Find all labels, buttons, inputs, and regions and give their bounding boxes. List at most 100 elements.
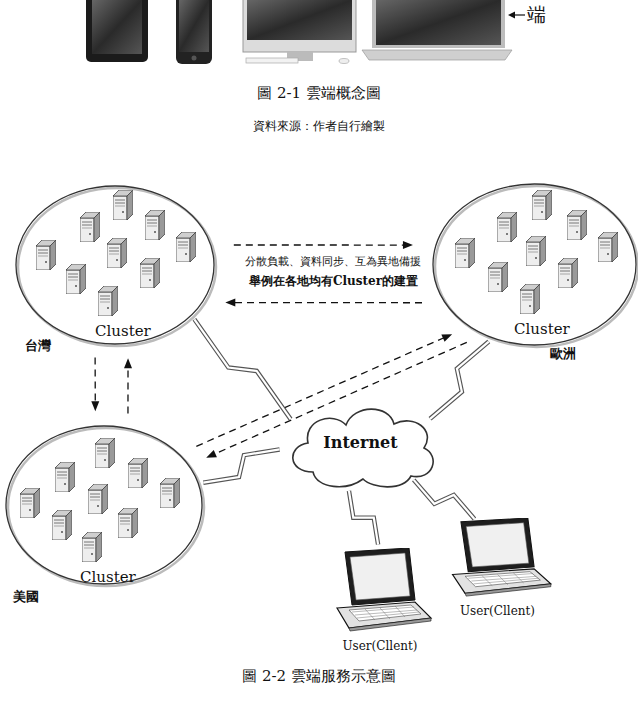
ellipse-border [6, 426, 202, 584]
server [532, 190, 552, 220]
client-label: User(Cllent) [440, 604, 555, 618]
laptop-lid [345, 548, 415, 605]
cloud-label: Internet [283, 433, 438, 452]
macbook [362, 0, 512, 60]
server [36, 240, 56, 270]
laptop-screen [350, 553, 410, 600]
sync-arrow [206, 342, 467, 457]
pointer-label: 端 [527, 3, 546, 26]
server-group [20, 438, 180, 562]
dashed-line [234, 244, 405, 245]
iphone [176, 0, 212, 64]
server-group [36, 190, 196, 316]
bolt-outline [430, 342, 489, 419]
dashed-line [94, 357, 95, 403]
dashed-line [233, 302, 422, 303]
region-label: 台灣 [25, 338, 51, 354]
lightning-link [414, 480, 475, 519]
lightning-link [203, 449, 279, 482]
internet-cloud: Internet [283, 400, 438, 488]
source-note: 資料來源：作者自行繪製 [0, 119, 638, 133]
dashed-line [127, 366, 128, 413]
server [526, 236, 546, 266]
server [176, 232, 196, 262]
bolt-fill [194, 319, 290, 419]
server [52, 510, 72, 540]
server [128, 458, 148, 488]
lightning-link [349, 491, 378, 545]
bolt-fill [203, 449, 279, 482]
server [598, 232, 618, 262]
bolt-fill [414, 480, 475, 519]
arrow-head [91, 401, 99, 411]
laptop-edge [465, 584, 551, 596]
server [95, 438, 115, 468]
pointer-arrow [508, 12, 525, 19]
dashed-line [214, 342, 467, 454]
dashed-line [196, 337, 444, 446]
server [558, 258, 578, 288]
cluster-label: Cluster [80, 568, 136, 586]
client-laptop: User(Cllent) [440, 518, 555, 620]
client-laptop: User(Cllent) [325, 548, 435, 658]
server [160, 478, 180, 508]
bolt-outline [414, 480, 475, 519]
arrow-note: 舉例在各地均有Cluster的建置 [236, 274, 431, 288]
imac [243, 0, 356, 64]
ellipse-border [16, 186, 214, 344]
client-label: User(Cllent) [325, 639, 435, 653]
arrow-head [124, 358, 132, 368]
server [140, 258, 160, 288]
laptop-icon [325, 548, 435, 633]
server [118, 508, 138, 538]
sync-arrow [91, 357, 99, 411]
ellipse-outline [5, 425, 203, 585]
laptop-keys [468, 573, 538, 586]
sync-arrow [124, 358, 132, 413]
region-label: 歐洲 [550, 346, 576, 362]
ipad [86, 0, 148, 62]
laptop-lid [461, 518, 534, 572]
arrow-head [441, 334, 452, 342]
figure-caption: 圖 2-1 雲端概念圖 [0, 84, 638, 102]
server [488, 262, 508, 292]
server [455, 238, 475, 268]
laptop-icon [440, 518, 555, 598]
server [145, 210, 165, 240]
server [98, 286, 118, 316]
server [20, 488, 40, 518]
laptop-edge [349, 618, 431, 631]
cluster-ellipse: Cluster歐洲 [432, 183, 637, 346]
region-label: 美國 [13, 589, 39, 605]
arrow-head [206, 450, 217, 458]
lightning-link [430, 342, 489, 419]
server [567, 210, 587, 240]
server [82, 532, 102, 562]
server-group [455, 190, 618, 314]
lightning-link [194, 319, 290, 419]
cluster-ellipse: Cluster美國 [5, 425, 203, 585]
sync-arrow [225, 299, 422, 307]
laptop-keyboard [349, 605, 421, 621]
ellipse-outline [15, 185, 215, 345]
bolt-outline [349, 491, 378, 545]
server [107, 238, 127, 268]
bolt-fill [430, 342, 489, 419]
bolt-fill [349, 491, 378, 545]
server [55, 462, 75, 492]
server [497, 212, 517, 242]
cluster-label: Cluster [514, 320, 570, 338]
bolt-outline [203, 449, 279, 482]
arrow-note: 分散負載、資料同步、互為異地備援 [238, 255, 428, 268]
laptop-screen [466, 523, 529, 567]
arrow-head [403, 241, 413, 249]
arrow-head [225, 299, 235, 307]
server [520, 284, 540, 314]
figure-caption: 圖 2-2 雲端服務示意圖 [0, 667, 638, 685]
server [66, 264, 86, 294]
cluster-ellipse: Cluster台灣 [15, 185, 215, 345]
ellipse-border [433, 184, 636, 345]
